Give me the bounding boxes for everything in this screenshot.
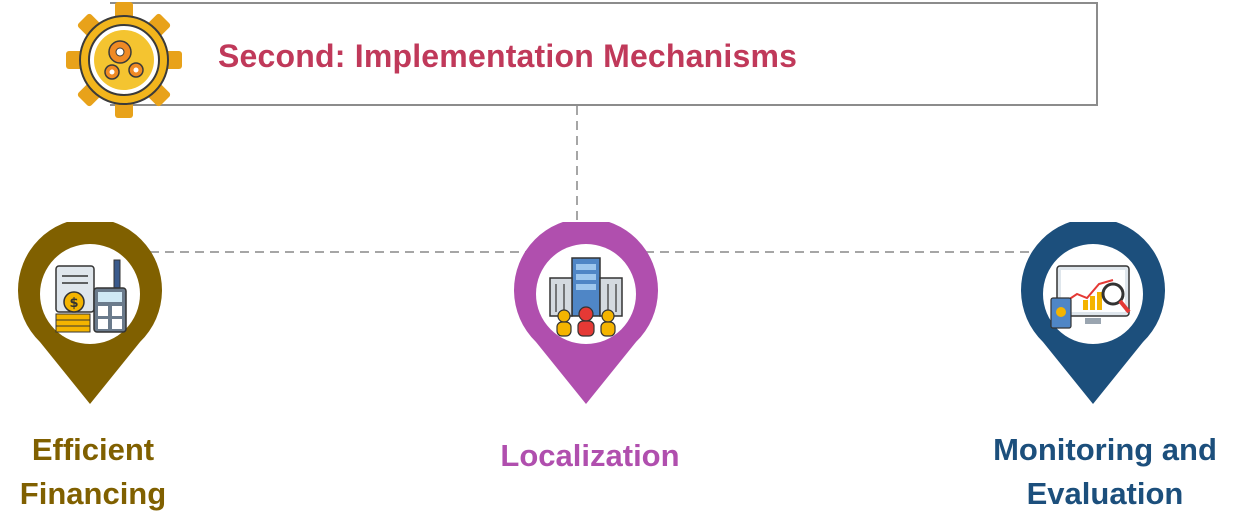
- monitoring-label-line1: Monitoring and: [993, 432, 1217, 467]
- monitoring-label-line2: Evaluation: [1026, 476, 1184, 511]
- localization-pin: [514, 218, 658, 406]
- analytics-monitor-icon: [1050, 265, 1131, 329]
- financing-pin: $: [18, 218, 162, 406]
- localization-label: Localization: [460, 434, 720, 478]
- header-title: Second: Implementation Mechanisms: [218, 38, 798, 74]
- financing-label-line2: Financing: [19, 476, 167, 511]
- city-buildings-people-icon: [549, 257, 623, 337]
- financing-label: Efficient Financing: [0, 428, 186, 516]
- header-box: [110, 2, 1098, 106]
- monitoring-label: Monitoring and Evaluation: [960, 428, 1248, 516]
- financing-calculator-icon: $: [55, 259, 127, 333]
- svg-text:$: $: [69, 296, 78, 311]
- financing-label-line1: Efficient: [31, 432, 155, 467]
- monitoring-pin: [1021, 218, 1165, 406]
- gears-icon: [64, 0, 184, 120]
- localization-label-line1: Localization: [500, 438, 680, 473]
